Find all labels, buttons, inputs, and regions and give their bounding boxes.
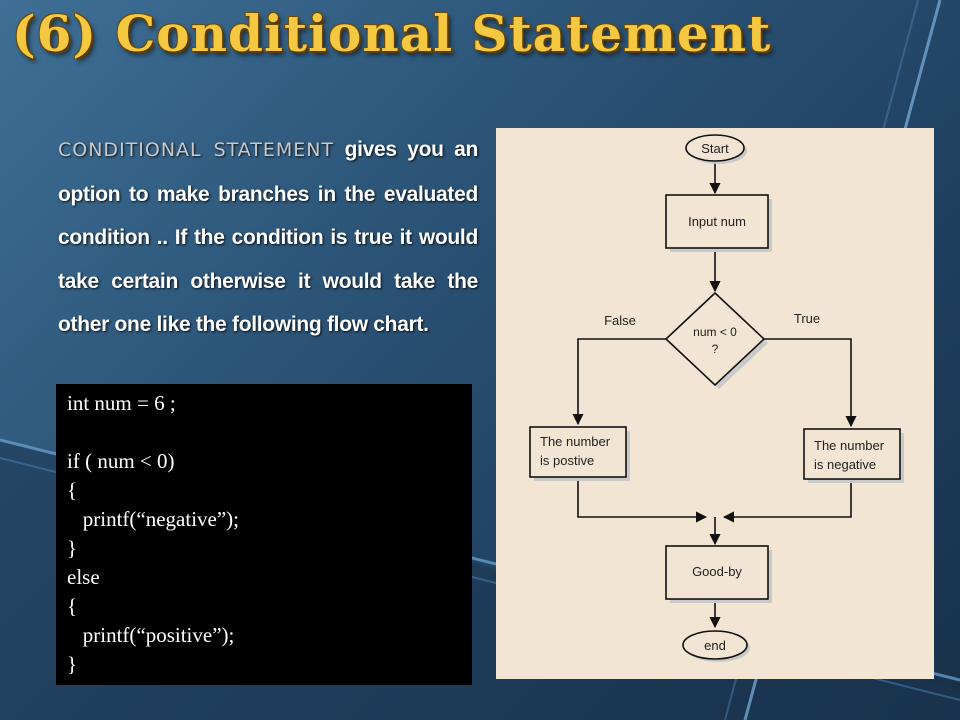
positive-line1: The number — [540, 434, 611, 449]
positive-box — [529, 426, 627, 478]
code-line: if ( num < 0) — [67, 449, 175, 473]
input-label: Input num — [688, 214, 746, 229]
flowchart-diagram: Start Input num num < 0 ? False True The… — [529, 134, 904, 662]
decision-condition: num < 0 — [693, 325, 737, 339]
arrow-false-branch — [572, 338, 668, 426]
code-line: int num = 6 ; — [67, 391, 176, 415]
flowchart-panel: Start Input num num < 0 ? False True The… — [496, 128, 934, 679]
code-line: printf(“positive”); — [67, 623, 235, 647]
code-line: { — [67, 594, 78, 618]
arrow-true-branch — [762, 338, 857, 428]
term-highlight: CONDITIONAL STATEMENT — [58, 139, 335, 161]
decision-question: ? — [712, 342, 719, 356]
false-label: False — [604, 313, 636, 328]
goodby-label: Good-by — [692, 564, 742, 579]
code-line: { — [67, 478, 78, 502]
code-line: else — [67, 565, 100, 589]
slide-title: (6) Conditional Statement — [12, 4, 772, 63]
start-terminal — [685, 134, 745, 162]
true-label: True — [794, 311, 820, 326]
input-box — [665, 194, 769, 249]
start-label: Start — [701, 141, 729, 156]
description-text: CONDITIONAL STATEMENT gives you an optio… — [58, 128, 478, 347]
code-line: } — [67, 536, 78, 560]
decision-diamond — [664, 291, 766, 387]
goodby-box — [665, 545, 769, 600]
arrow-left-to-join — [577, 478, 708, 523]
positive-line2: is postive — [540, 453, 594, 468]
code-line — [67, 418, 472, 447]
negative-line1: The number — [814, 438, 885, 453]
description-body: gives you an option to make branches in … — [58, 138, 478, 336]
negative-box — [803, 428, 901, 480]
end-label: end — [704, 638, 726, 653]
end-terminal — [682, 630, 748, 660]
arrow-right-to-join — [722, 480, 852, 523]
code-line: } — [67, 652, 78, 676]
code-line: printf(“negative”); — [67, 507, 239, 531]
negative-line2: is negative — [814, 457, 876, 472]
code-block: int num = 6 ; if ( num < 0) { printf(“ne… — [56, 384, 472, 685]
